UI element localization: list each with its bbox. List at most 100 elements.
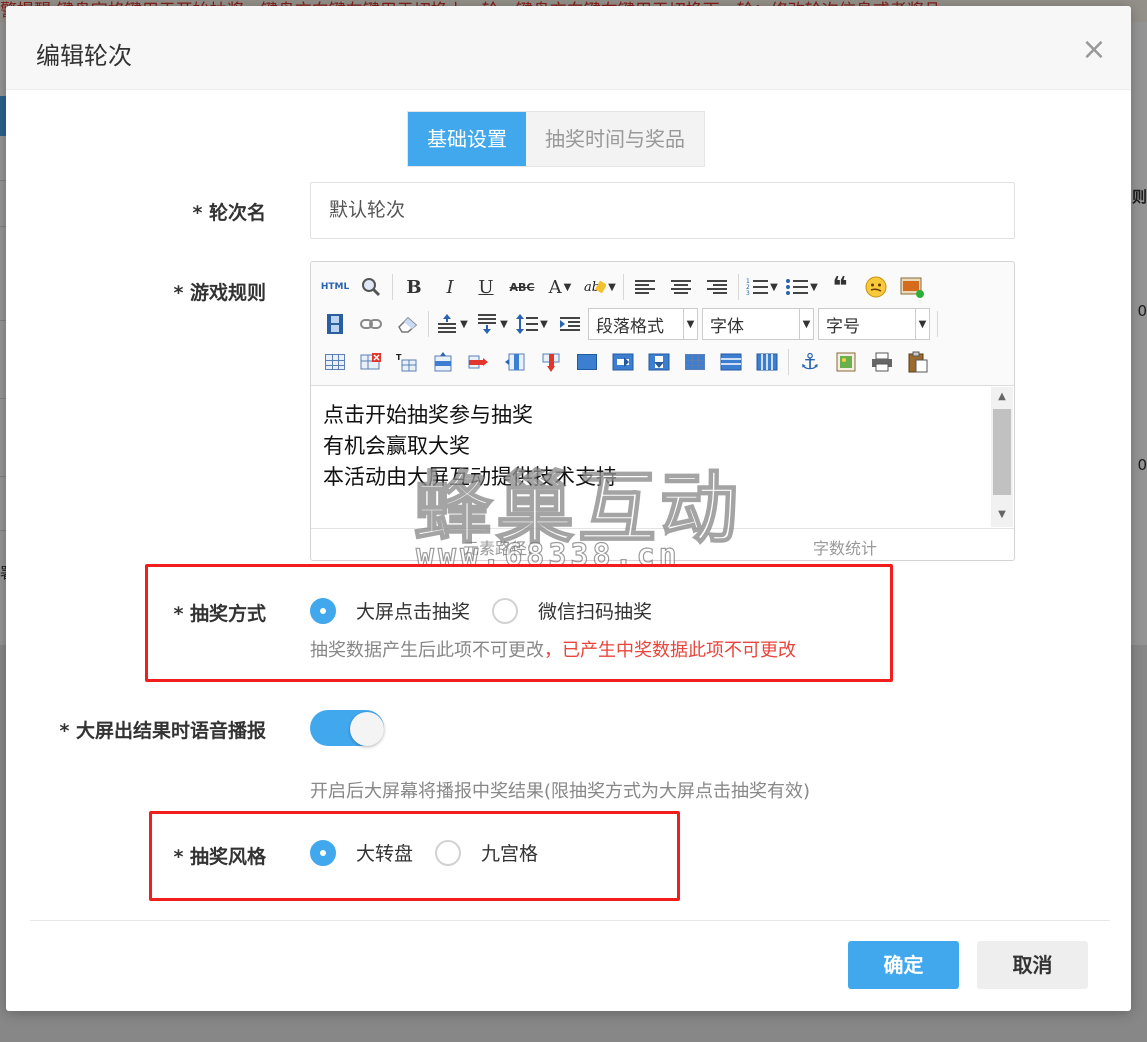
background-divider (0, 320, 10, 321)
tab-bar: 基础设置 抽奖时间与奖品 (407, 111, 705, 167)
radio-label: 大屏点击抽奖 (356, 601, 471, 623)
game-rules-label: * 游戏规则 (173, 282, 266, 304)
merge-down-icon[interactable] (641, 347, 677, 377)
scroll-thumb[interactable] (993, 409, 1011, 495)
align-left-icon[interactable] (627, 272, 663, 302)
font-color-icon[interactable]: A▼ (540, 272, 580, 302)
radio-nine-grid[interactable]: 九宫格 (435, 839, 538, 866)
dialog-header: 编辑轮次 × (6, 6, 1131, 90)
radio-label: 大转盘 (356, 843, 414, 865)
bold-icon[interactable]: B (406, 276, 422, 298)
dropdown-arrow-icon: ▼ (608, 281, 616, 293)
radio-label: 九宫格 (481, 843, 539, 865)
svg-text:3: 3 (746, 290, 750, 296)
indent-icon[interactable] (552, 309, 588, 339)
eraser-icon[interactable] (389, 309, 425, 339)
delete-table-icon[interactable] (353, 347, 389, 377)
voice-broadcast-hint: 开启后大屏幕将播报中奖结果(限抽奖方式为大屏点击抽奖有效) (310, 781, 811, 802)
split-to-rows-icon[interactable] (713, 347, 749, 377)
editor-content-area[interactable]: 点击开始抽奖参与抽奖 有机会赢取大奖 本活动由大屏互动提供技术支持 (323, 400, 617, 493)
emoticon-icon[interactable] (858, 272, 894, 302)
cancel-button[interactable]: 取消 (977, 941, 1088, 989)
dropdown-arrow-icon: ▼ (563, 281, 572, 293)
print-icon[interactable] (864, 347, 900, 377)
line-height-icon[interactable]: ▼ (512, 309, 552, 339)
scroll-up-arrow-icon[interactable]: ▲ (998, 391, 1006, 402)
svg-text:ab: ab (584, 280, 600, 295)
dropdown-arrow-icon: ▼ (770, 281, 778, 293)
edit-round-dialog: 编辑轮次 × 基础设置 抽奖时间与奖品 * 轮次名 默认轮次 * 游戏规则 HT… (6, 6, 1131, 1011)
unordered-list-icon[interactable]: ▼ (782, 272, 822, 302)
row-spacing-top-icon[interactable]: ▼ (432, 309, 472, 339)
tab-time-and-prizes[interactable]: 抽奖时间与奖品 (545, 127, 685, 151)
draw-style-radio-group: 大转盘 九宫格 (310, 839, 560, 866)
draw-method-warning: ，已产生中奖数据此项不可更改 (544, 640, 796, 661)
radio-wechat-scan[interactable]: 微信扫码抽奖 (492, 597, 652, 624)
insert-table-icon[interactable] (317, 347, 353, 377)
tab-basic-settings[interactable]: 基础设置 (408, 112, 526, 166)
italic-icon[interactable]: I (446, 276, 454, 298)
voice-broadcast-toggle[interactable] (310, 710, 384, 746)
anchor-icon[interactable]: ⚓ (800, 349, 820, 375)
font-family-value: 字体 (710, 316, 744, 337)
element-path-label: 元素路径: (463, 539, 533, 558)
underline-icon[interactable]: U (478, 276, 494, 298)
font-family-select[interactable]: 字体 ▼ (702, 308, 814, 340)
font-size-select[interactable]: 字号▼ (818, 308, 930, 340)
align-right-icon[interactable] (699, 272, 735, 302)
html-source-icon[interactable]: HTML (320, 282, 350, 292)
radio-big-screen-click[interactable]: 大屏点击抽奖 (310, 597, 470, 624)
radio-unchecked-icon (435, 839, 462, 866)
radio-big-wheel[interactable]: 大转盘 (310, 839, 413, 866)
editor-line: 有机会赢取大奖 (323, 434, 470, 458)
editor-footer: 元素路径: 字数统计 (311, 528, 1014, 560)
insert-paragraph-before-table-icon[interactable]: T (389, 347, 425, 377)
background-right-label: 则 (1131, 188, 1147, 206)
split-to-cells-icon[interactable] (677, 347, 713, 377)
close-icon[interactable]: × (1081, 32, 1107, 67)
background-divider (0, 180, 10, 181)
row-spacing-bottom-icon[interactable]: ▼ (472, 309, 512, 339)
split-to-columns-icon[interactable] (749, 347, 785, 377)
link-icon[interactable] (353, 309, 389, 339)
confirm-button[interactable]: 确定 (848, 941, 959, 989)
merge-cells-icon[interactable] (569, 347, 605, 377)
background-right-value: 0 (1137, 302, 1147, 320)
highlight-color-icon[interactable]: ab ▼ (580, 272, 620, 302)
toolbar-row-2: ▼ ▼ ▼ 段落格式▼ 字体 ▼ 字号▼ (317, 307, 941, 341)
round-name-input[interactable]: 默认轮次 (310, 182, 1015, 239)
background-divider (0, 530, 10, 531)
insert-row-icon[interactable] (425, 347, 461, 377)
insert-column-icon[interactable] (497, 347, 533, 377)
dropdown-arrow-icon: ▼ (799, 309, 813, 339)
editor-scrollbar[interactable]: ▲ ▼ (991, 387, 1013, 527)
voice-broadcast-label: * 大屏出结果时语音播报 (59, 720, 266, 742)
editor-line: 本活动由大屏互动提供技术支持 (323, 465, 617, 489)
radio-checked-icon (310, 839, 336, 866)
radio-unchecked-icon (492, 597, 519, 624)
svg-text:2: 2 (746, 284, 750, 291)
preview-icon[interactable] (353, 272, 389, 302)
blockquote-icon[interactable]: ❝ (832, 272, 848, 302)
paste-icon[interactable] (900, 347, 936, 377)
paragraph-format-value: 段落格式 (596, 316, 664, 337)
strikethrough-icon[interactable]: ABC (509, 280, 535, 294)
paragraph-format-select[interactable]: 段落格式▼ (588, 308, 698, 340)
background-divider (0, 398, 10, 399)
align-center-icon[interactable] (663, 272, 699, 302)
svg-text:1: 1 (746, 278, 750, 285)
video-icon[interactable] (317, 309, 353, 339)
scroll-down-arrow-icon[interactable]: ▼ (998, 509, 1006, 520)
draw-style-label: * 抽奖风格 (173, 846, 266, 868)
merge-right-icon[interactable] (605, 347, 641, 377)
background-right-value: 0 (1137, 456, 1147, 474)
image-icon[interactable] (894, 272, 930, 302)
image-gallery-icon[interactable] (828, 347, 864, 377)
footer-divider (30, 920, 1110, 921)
delete-row-icon[interactable] (461, 347, 497, 377)
delete-column-icon[interactable] (533, 347, 569, 377)
editor-line: 点击开始抽奖参与抽奖 (323, 403, 533, 427)
